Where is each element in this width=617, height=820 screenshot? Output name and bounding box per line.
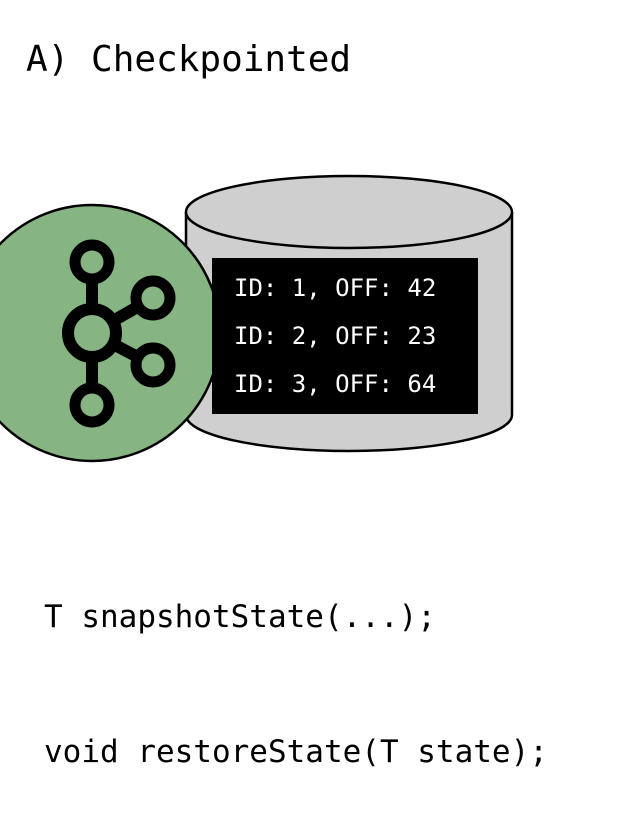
state-row-2: ID: 2, OFF: 23 xyxy=(234,322,437,350)
kafka-logo-icon xyxy=(0,203,222,463)
code-line-restore-state: void restoreState(T state); xyxy=(44,734,548,770)
state-table: ID: 1, OFF: 42 ID: 2, OFF: 23 ID: 3, OFF… xyxy=(212,258,478,414)
page-title: A) Checkpointed xyxy=(26,39,352,80)
code-snippet: T snapshotState(...); void restoreState(… xyxy=(44,505,548,820)
state-row-3: ID: 3, OFF: 64 xyxy=(234,370,437,398)
state-row-1: ID: 1, OFF: 42 xyxy=(234,274,437,302)
